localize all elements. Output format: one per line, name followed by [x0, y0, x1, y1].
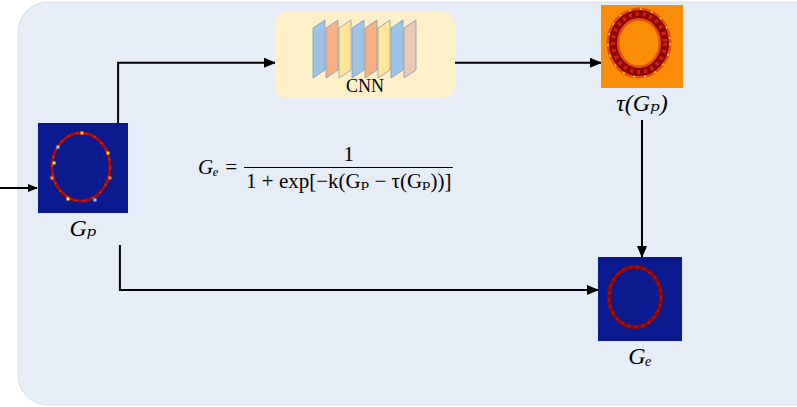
image-label: Gₚ: [38, 213, 128, 243]
formula-text: Gₑ =: [198, 155, 238, 180]
enhanced-image: [598, 257, 682, 341]
network-box: CNN: [275, 12, 455, 98]
arrow-connector: [641, 120, 643, 257]
input-arrow: [0, 187, 37, 189]
formula-text: 1 + exp[−k(Gₚ − τ(Gₚ))]: [244, 169, 453, 193]
arrow-connector: [455, 62, 601, 64]
fraction: 1 1 + exp[−k(Gₚ − τ(Gₚ))]: [244, 142, 453, 193]
image-label: Gₑ: [598, 341, 682, 371]
image-node: τ(Gₚ): [601, 5, 683, 118]
image-frame: [38, 123, 128, 213]
arrow-connector: [120, 245, 598, 290]
box-label: CNN: [275, 76, 455, 96]
image-label: τ(Gₚ): [601, 88, 683, 118]
image-frame: [598, 257, 682, 341]
image-node: Gₚ: [38, 123, 128, 243]
formula: Gₑ = 1 1 + exp[−k(Gₚ − τ(Gₚ))]: [198, 142, 453, 193]
panel: [18, 2, 797, 405]
fraction-bar: [244, 167, 453, 168]
formula-text: 1: [342, 142, 357, 166]
arrow-connector: [118, 63, 275, 123]
image-node: Gₑ: [598, 257, 682, 371]
threshold-map: [601, 5, 683, 88]
image-frame: CNN: [275, 12, 455, 98]
heatmap-image: [38, 123, 128, 213]
image-frame: [601, 5, 683, 88]
